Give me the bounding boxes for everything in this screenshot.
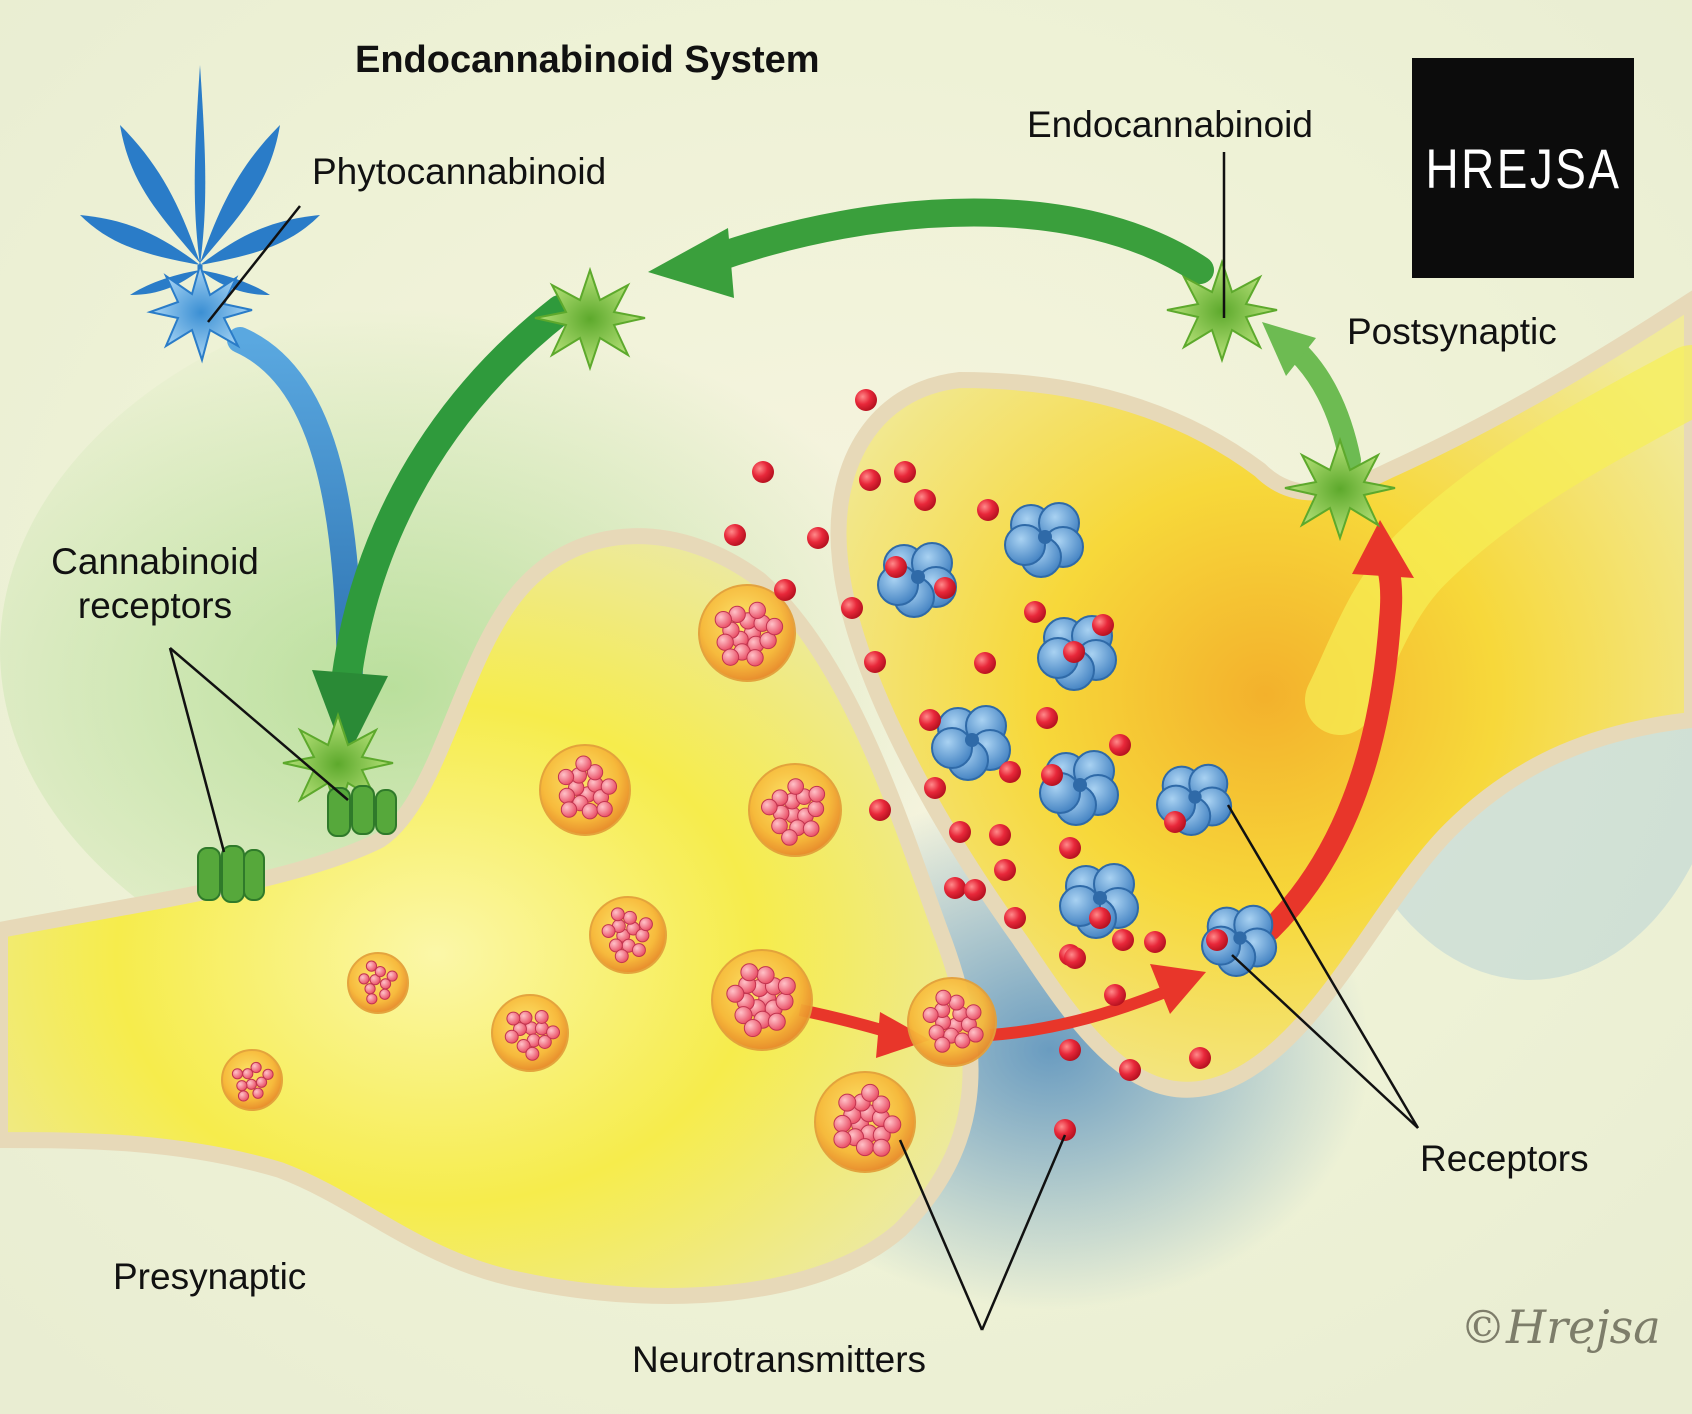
vesicle-icon xyxy=(698,584,796,682)
neurotransmitter-dot-icon xyxy=(949,821,971,843)
neurotransmitter-dot-icon xyxy=(752,461,774,483)
binding-arrow xyxy=(989,984,1173,1041)
neurotransmitter-dot-icon xyxy=(1164,811,1186,833)
cannabinoid-receptor-icon xyxy=(197,845,265,903)
neurotransmitter-dot-icon xyxy=(1004,907,1026,929)
neurotransmitters-free xyxy=(724,389,1228,1141)
label-endocannabinoid: Endocannabinoid xyxy=(1027,104,1313,145)
neurotransmitter-dot-icon xyxy=(1089,907,1111,929)
vesicle-icon xyxy=(589,896,667,974)
vesicle-icon xyxy=(711,949,813,1051)
vesicles xyxy=(221,584,997,1173)
neurotransmitter-dot-icon xyxy=(1104,984,1126,1006)
neurotransmitter-dot-icon xyxy=(1189,1047,1211,1069)
label-presynaptic: Presynaptic xyxy=(113,1256,307,1297)
neurotransmitter-dot-icon xyxy=(807,527,829,549)
label-phytocannabinoid: Phytocannabinoid xyxy=(312,151,607,192)
endocannabinoid-star-icon xyxy=(534,266,646,372)
neurotransmitter-dot-icon xyxy=(999,761,1021,783)
receptor-icon xyxy=(1037,615,1117,691)
vesicle-icon xyxy=(221,1049,283,1111)
vesicle-icon xyxy=(539,744,631,836)
artist-signature: ©Hrejsa xyxy=(1460,1300,1661,1354)
neurotransmitter-dot-icon xyxy=(894,461,916,483)
label-neurotransmitters: Neurotransmitters xyxy=(632,1339,927,1380)
neurotransmitter-dot-icon xyxy=(1063,641,1085,663)
endocannabinoid-star-icon xyxy=(1284,436,1396,542)
neurotransmitter-dot-icon xyxy=(934,577,956,599)
neurotransmitter-dot-icon xyxy=(1059,837,1081,859)
neurotransmitter-dot-icon xyxy=(774,579,796,601)
neurotransmitter-dot-icon xyxy=(1109,734,1131,756)
label-postsynaptic: Postsynaptic xyxy=(1347,311,1557,352)
neurotransmitter-dot-icon xyxy=(974,652,996,674)
label-receptors: Receptors xyxy=(1420,1138,1589,1179)
neurotransmitter-dot-icon xyxy=(1041,764,1063,786)
vesicle-icon xyxy=(748,763,842,857)
neurotransmitter-dot-icon xyxy=(864,651,886,673)
hrejsa-logo: HREJSA xyxy=(1412,58,1634,278)
neurotransmitter-dot-icon xyxy=(1036,707,1058,729)
neurotransmitter-dot-icon xyxy=(1064,947,1086,969)
receptor-icon xyxy=(931,705,1011,781)
neurotransmitter-dot-icon xyxy=(994,859,1016,881)
neurotransmitter-dot-icon xyxy=(1092,614,1114,636)
neurotransmitter-dot-icon xyxy=(989,824,1011,846)
neurotransmitter-dot-icon xyxy=(859,469,881,491)
logo-text: HREJSA xyxy=(1425,136,1621,200)
receptor-icon xyxy=(1004,502,1084,578)
neurotransmitter-dot-icon xyxy=(944,877,966,899)
neurotransmitter-dot-icon xyxy=(1054,1119,1076,1141)
vesicle-icon xyxy=(347,952,409,1014)
diagram-title: Endocannabinoid System xyxy=(355,39,820,81)
endocannabinoid-top-arrow xyxy=(696,198,1214,284)
neurotransmitter-dot-icon xyxy=(1112,929,1134,951)
neurotransmitter-dot-icon xyxy=(914,489,936,511)
neurotransmitter-dot-icon xyxy=(1206,929,1228,951)
neurotransmitter-dot-icon xyxy=(869,799,891,821)
neurotransmitter-dot-icon xyxy=(1059,1039,1081,1061)
vesicle-icon xyxy=(907,977,997,1067)
neurotransmitter-dot-icon xyxy=(919,709,941,731)
neurotransmitter-dot-icon xyxy=(924,777,946,799)
cannabinoid-receptor-icon xyxy=(327,785,397,837)
vesicle-icon xyxy=(491,994,569,1072)
leader-lines xyxy=(168,152,1420,1331)
label-cannabinoid-receptors-line1: Cannabinoid xyxy=(51,541,259,582)
neurotransmitter-dot-icon xyxy=(1024,601,1046,623)
neurotransmitter-dot-icon xyxy=(1144,931,1166,953)
neurotransmitter-dot-icon xyxy=(1119,1059,1141,1081)
label-cannabinoid-receptors: Cannabinoid receptors xyxy=(25,540,285,627)
neurotransmitter-dot-icon xyxy=(964,879,986,901)
neurotransmitter-dot-icon xyxy=(841,597,863,619)
neurotransmitter-dot-icon xyxy=(977,499,999,521)
neurotransmitter-dot-icon xyxy=(885,556,907,578)
neurotransmitter-dot-icon xyxy=(724,524,746,546)
endocannabinoid-return-arrow xyxy=(330,295,575,705)
retrograde-signal-arrow xyxy=(1259,549,1403,941)
vesicle-icon xyxy=(814,1071,916,1173)
endocannabinoid-star-icon xyxy=(1166,258,1278,364)
neurotransmitter-dot-icon xyxy=(855,389,877,411)
receptor-icon xyxy=(1201,904,1278,977)
label-cannabinoid-receptors-line2: receptors xyxy=(77,584,233,626)
